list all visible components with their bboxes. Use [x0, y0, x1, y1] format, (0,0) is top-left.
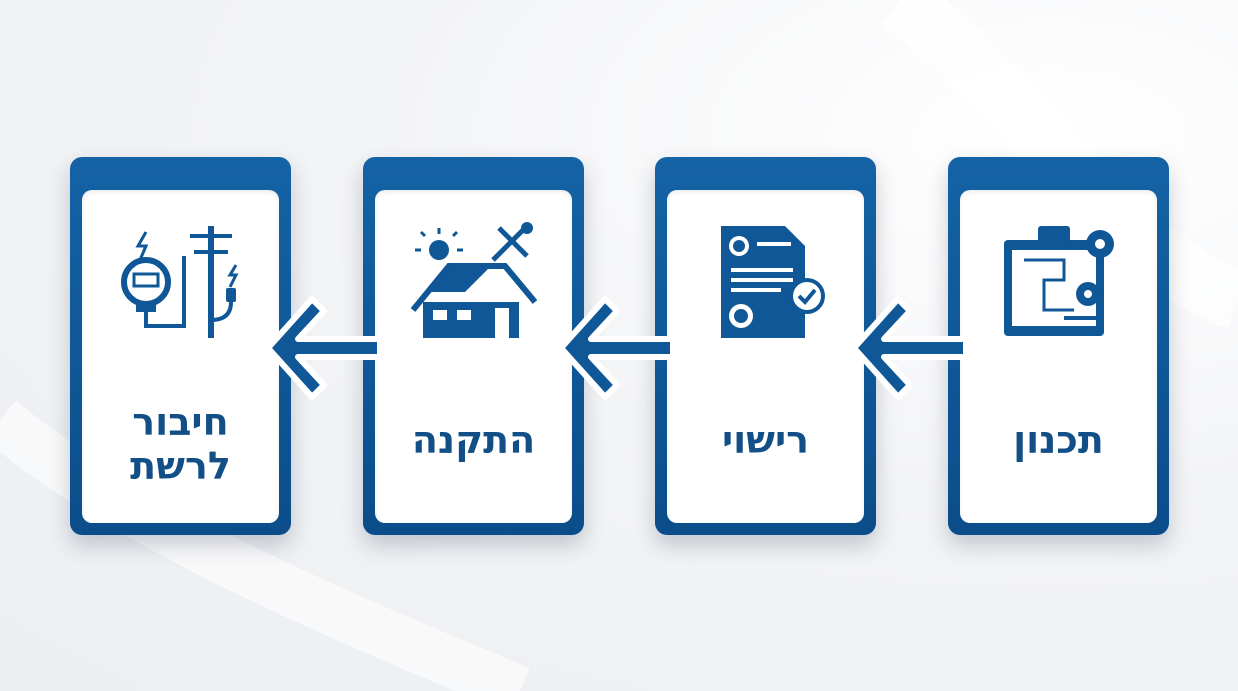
step-label: התקנה — [411, 418, 536, 462]
meter-power-pole-icon — [120, 226, 238, 338]
step-label: רישוי — [721, 418, 810, 462]
step-label: חיבור לרשת — [82, 400, 279, 488]
step-card-licensing: רישוי — [655, 157, 876, 535]
step-card-installation: התקנה — [363, 157, 584, 535]
step-card-inner: תכנון — [960, 190, 1157, 523]
step-card-inner: רישוי — [667, 190, 864, 523]
step-label-line1: חיבור — [132, 400, 229, 444]
step-label: תכנון — [1013, 418, 1104, 462]
step-card-inner: חיבור לרשת — [82, 190, 279, 523]
left-arrow-icon — [558, 296, 675, 400]
step-card-planning: תכנון — [948, 157, 1169, 535]
certified-document-icon — [720, 226, 825, 338]
left-arrow-icon — [851, 296, 968, 400]
left-arrow-icon — [265, 296, 382, 400]
step-card-grid-connection: חיבור לרשת — [70, 157, 291, 535]
solar-house-tools-icon — [410, 222, 537, 338]
step-label-line2: לרשת — [130, 444, 231, 488]
blueprint-gears-icon — [1003, 226, 1114, 336]
step-card-inner: התקנה — [375, 190, 572, 523]
